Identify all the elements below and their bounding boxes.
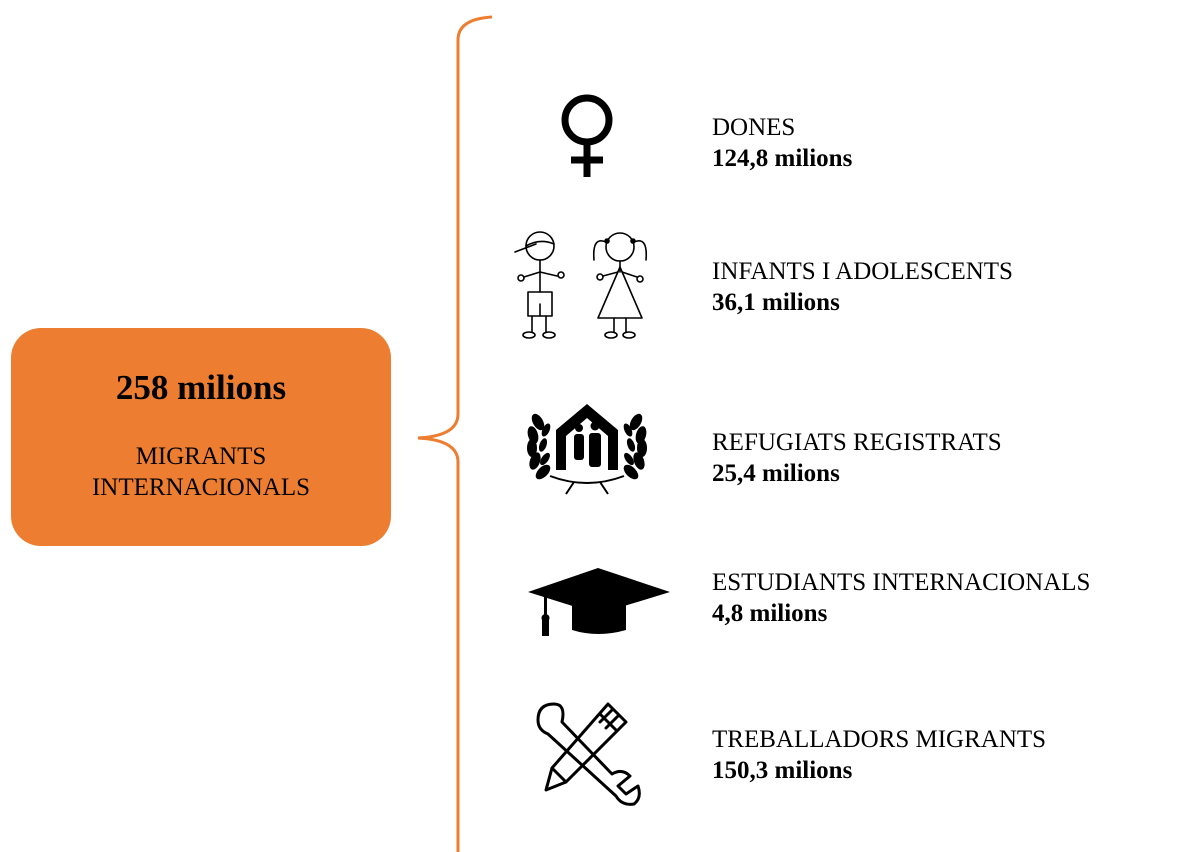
category-value: 150,3 milions [712,757,853,784]
category-label: ESTUDIANTS INTERNACIONALS [712,569,1091,596]
category-value: 4,8 milions [712,600,828,627]
category-text-women: DONES 124,8 milions [712,112,852,174]
category-text-children: INFANTS I ADOLESCENTS 36,1 milions [712,256,1013,318]
graduation-cap-icon [500,540,675,660]
category-text-students: ESTUDIANTS INTERNACIONALS 4,8 milions [712,567,1090,629]
category-label: INFANTS I ADOLESCENTS [712,258,1013,285]
wrench-pencil-icon [500,690,675,810]
category-value: 36,1 milions [712,289,840,316]
total-migrants-label: MIGRANTS INTERNACIONALS [11,441,391,503]
children-icon [500,222,675,342]
category-label: TREBALLADORS MIGRANTS [712,726,1047,753]
category-value: 25,4 milions [712,460,840,487]
category-item-students: ESTUDIANTS INTERNACIONALS 4,8 milions [500,540,1199,660]
category-label: REFUGIATS REGISTRATS [712,429,1002,456]
category-item-children: INFANTS I ADOLESCENTS 36,1 milions [500,222,1199,342]
curly-brace [417,15,493,852]
total-migrants-value: 258 milions [115,368,287,407]
category-item-women: DONES 124,8 milions [500,85,1199,205]
category-text-refugees: REFUGIATS REGISTRATS 25,4 milions [712,427,1002,489]
category-item-workers: TREBALLADORS MIGRANTS 150,3 milions [500,690,1199,810]
category-text-workers: TREBALLADORS MIGRANTS 150,3 milions [712,724,1046,786]
category-item-refugees: REFUGIATS REGISTRATS 25,4 milions [500,390,1199,510]
female-symbol-icon [500,85,675,205]
category-value: 124,8 milions [712,145,853,172]
unhcr-emblem-icon [500,390,675,510]
category-label: DONES [712,114,796,141]
total-label-line-1: MIGRANTS [135,443,267,470]
total-migrants-box: 258 milions MIGRANTS INTERNACIONALS [11,328,391,546]
total-label-line-2: INTERNACIONALS [91,474,311,501]
